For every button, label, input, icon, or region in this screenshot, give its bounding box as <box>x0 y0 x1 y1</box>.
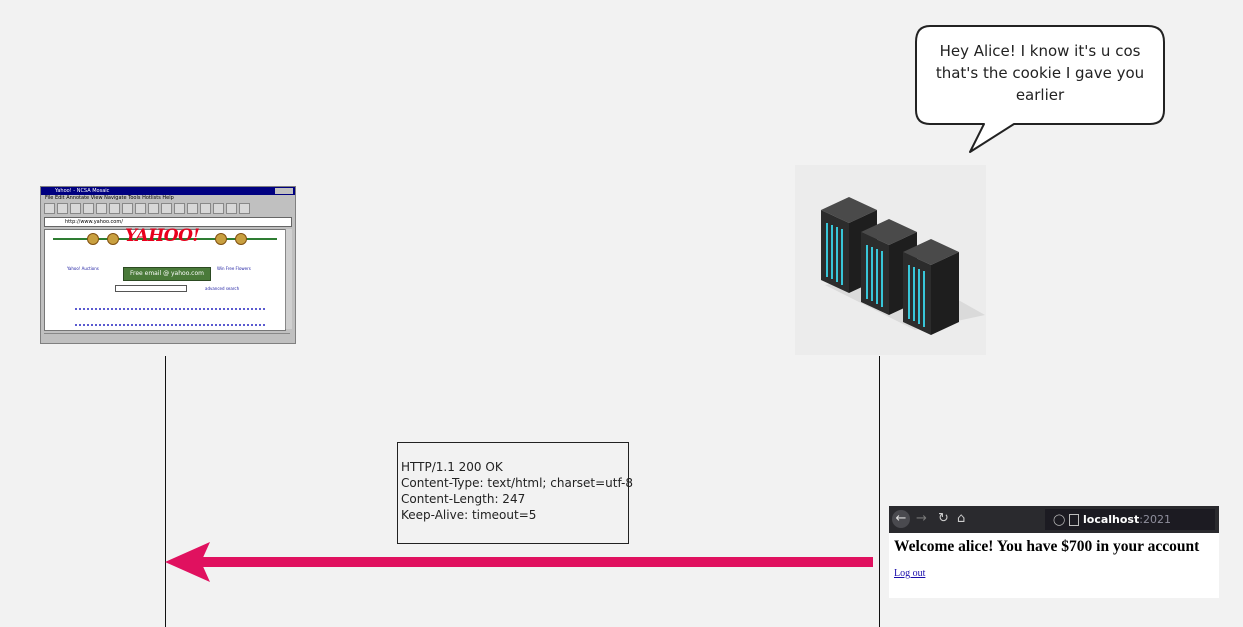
http-header-content-length: Content-Length: 247 <box>401 492 526 506</box>
http-header-content-type: Content-Type: text/html; charset=utf-8 <box>401 476 634 490</box>
right-link: Win Free Flowers <box>217 266 251 271</box>
server-rack-icon <box>821 197 985 335</box>
http-response-box: HTTP/1.1 200 OK Content-Type: text/html;… <box>397 442 634 544</box>
http-status-line: HTTP/1.1 200 OK <box>401 460 503 474</box>
toolbar <box>41 202 295 216</box>
page-icon <box>1069 514 1079 526</box>
advanced-search-link: advanced search <box>205 286 240 291</box>
nav-ball-icon <box>215 233 227 245</box>
window-controls <box>275 188 293 194</box>
speech-bubble <box>915 25 1165 153</box>
left-link: Yahoo! Auctions <box>67 266 99 271</box>
forward-icon[interactable]: → <box>916 511 927 526</box>
client-browser-screenshot: Yahoo! - NCSA Mosaic File Edit Annotate … <box>40 186 296 344</box>
status-bar <box>44 333 290 342</box>
server-illustration <box>795 165 986 355</box>
shield-icon: ◯ <box>1053 513 1066 526</box>
response-arrow-head <box>165 542 210 582</box>
address-bar: http://www.yahoo.com/ <box>44 217 292 227</box>
nav-ball-icon <box>107 233 119 245</box>
home-icon[interactable]: ⌂ <box>957 511 966 526</box>
scrollbar <box>285 229 292 329</box>
yahoo-page: YAHOO! Yahoo! Auctions Free email @ yaho… <box>44 226 286 331</box>
browser-toolbar: ← → ↻ ⌂ ◯ localhost:2021 <box>889 506 1219 533</box>
reload-icon[interactable]: ↻ <box>938 511 949 526</box>
nav-ball-icon <box>235 233 247 245</box>
promo-banner: Free email @ yahoo.com <box>123 267 211 281</box>
category-links <box>75 308 265 326</box>
server-lifeline <box>879 356 880 627</box>
browser-content: Welcome alice! You have $700 in your acc… <box>889 533 1219 586</box>
window-title: Yahoo! - NCSA Mosaic <box>55 188 110 194</box>
server-response-browser: ← → ↻ ⌂ ◯ localhost:2021 Welcome alice! … <box>889 506 1219 598</box>
search-input <box>115 285 187 292</box>
menu-bar: File Edit Annotate View Navigate Tools H… <box>45 195 174 201</box>
client-lifeline <box>165 356 166 627</box>
nav-ball-icon <box>87 233 99 245</box>
http-header-keep-alive: Keep-Alive: timeout=5 <box>401 508 537 522</box>
back-icon[interactable]: ← <box>892 510 910 528</box>
green-rule <box>53 238 277 240</box>
speech-bubble-text: Hey Alice! I know it's u cos that's the … <box>935 42 1145 104</box>
url-text: localhost:2021 <box>1083 513 1171 526</box>
welcome-heading: Welcome alice! You have $700 in your acc… <box>894 538 1200 555</box>
response-arrow-shaft <box>200 557 873 567</box>
window-title-bar: Yahoo! - NCSA Mosaic <box>41 187 295 195</box>
yahoo-logo: YAHOO! <box>125 226 200 246</box>
logout-link[interactable]: Log out <box>894 568 926 579</box>
url-bar[interactable]: ◯ localhost:2021 <box>1045 509 1215 530</box>
